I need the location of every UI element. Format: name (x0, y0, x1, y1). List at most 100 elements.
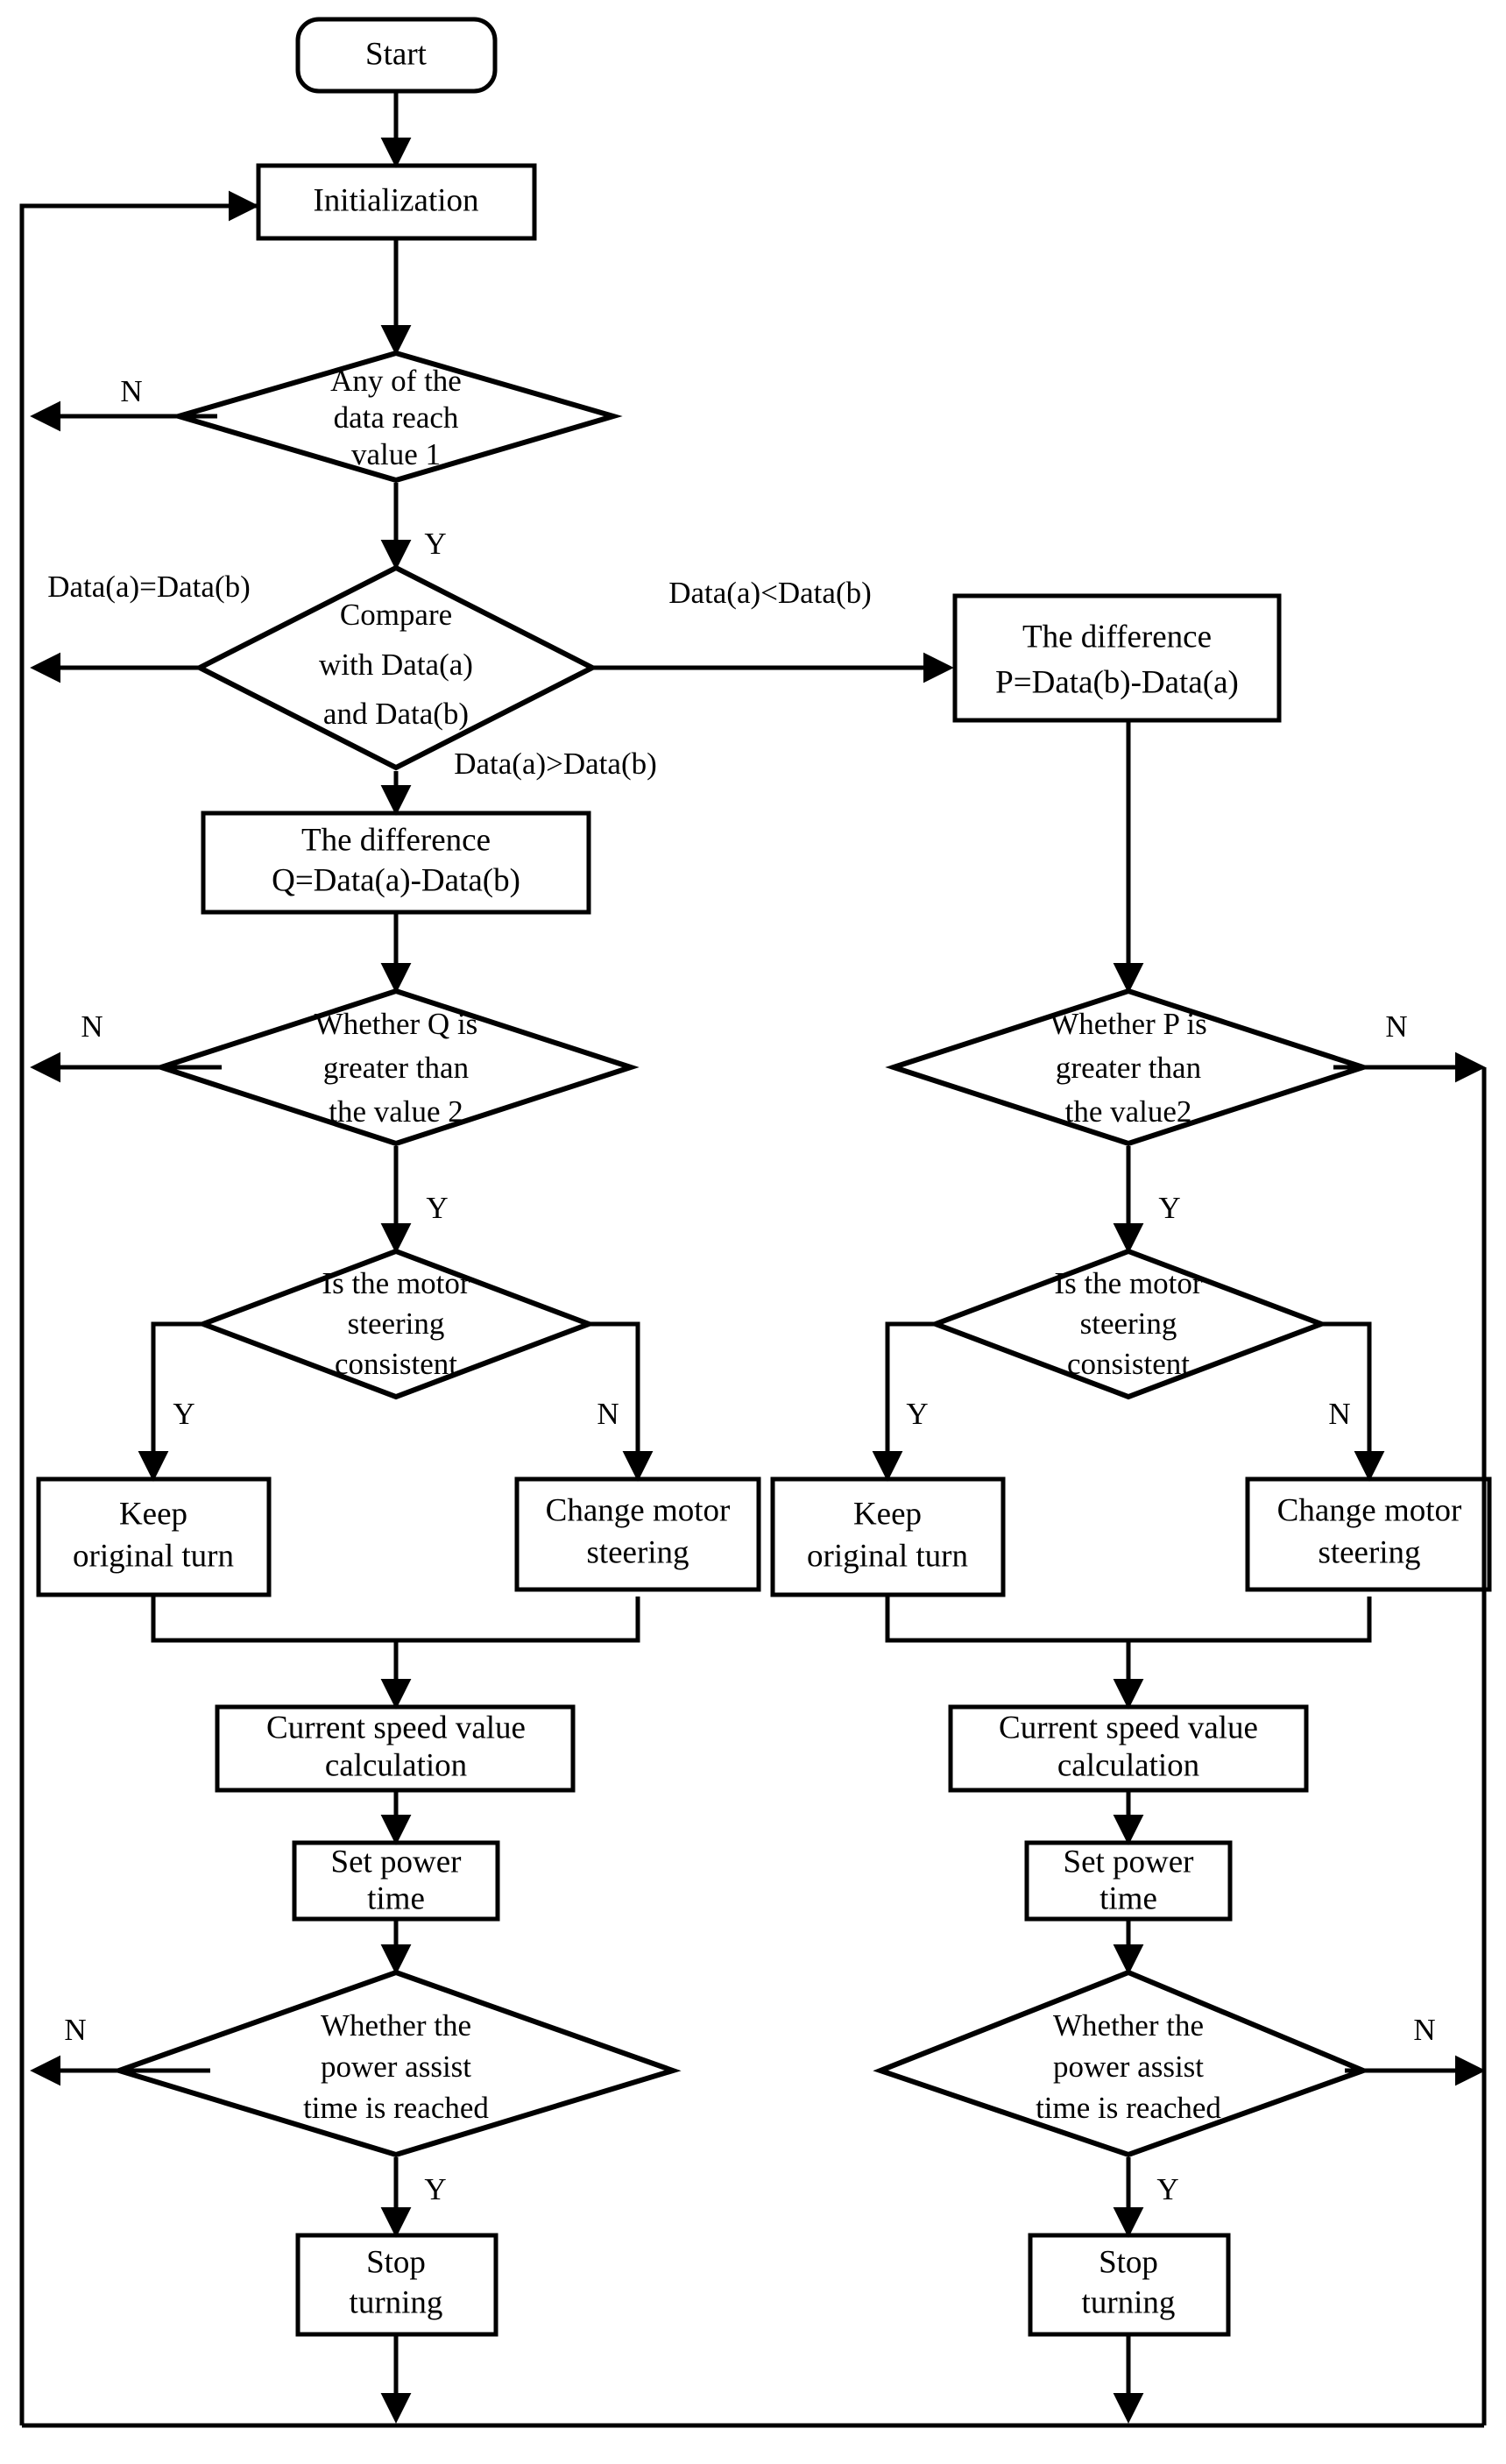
motor-left-shape (195, 1248, 597, 1400)
assist-right-line3: time is reached (1036, 2091, 1221, 2125)
node-motor-left[interactable]: Is the motor steering consistent (195, 1248, 597, 1400)
label-assistright-yes: Y (1156, 2172, 1178, 2206)
power-left-shape (292, 1840, 500, 1922)
motor-left-line3: consistent (335, 1347, 457, 1381)
label-checkp-no: N (1385, 1009, 1407, 1044)
node-diff-p[interactable]: The difference P=Data(b)-Data(a) (952, 593, 1282, 723)
motor-right-line2: steering (1080, 1306, 1177, 1341)
diff-q-line1: The difference (301, 822, 491, 858)
edge-motorleft-yes (138, 1321, 203, 1482)
node-assist-left[interactable]: Whether the power assist time is reached (110, 1969, 682, 2158)
edge-motorleft-no (589, 1321, 654, 1482)
check-q-line1: Whether Q is (315, 1007, 478, 1041)
stop-left-shape (295, 2233, 498, 2337)
assist-right-shape (873, 1969, 1371, 2158)
node-check-value1[interactable]: Any of the data reach value 1 (169, 350, 623, 484)
assist-left-line2: power assist (321, 2050, 471, 2084)
node-change-right[interactable]: Change motor steering (1245, 1476, 1492, 1592)
label-checkp-yes: Y (1158, 1191, 1180, 1225)
diff-q-shape (201, 811, 591, 915)
diff-q-line2: Q=Data(a)-Data(b) (272, 862, 520, 898)
edge-changeleft-merge (396, 1597, 640, 1643)
node-keep-left[interactable]: Keep original turn (36, 1476, 272, 1597)
node-start[interactable]: Start (295, 17, 498, 94)
motor-right-shape (928, 1248, 1329, 1400)
node-stop-right[interactable]: Stop turning (1028, 2233, 1231, 2337)
change-left-line2: steering (586, 1534, 689, 1570)
node-change-left[interactable]: Change motor steering (514, 1476, 761, 1592)
stop-right-shape (1028, 2233, 1231, 2337)
node-assist-right[interactable]: Whether the power assist time is reached (873, 1969, 1371, 2158)
diff-p-shape (952, 593, 1282, 723)
edge-motorright-no (1321, 1321, 1385, 1482)
initialization-label: Initialization (313, 182, 478, 218)
start-shape (295, 17, 498, 94)
check-value1-line2: data reach (334, 400, 459, 435)
label-compare-greater: Data(a)>Data(b) (454, 747, 657, 781)
keep-left-shape (36, 1476, 272, 1597)
edge-motorright-yes (872, 1321, 936, 1482)
edge-keepleft-merge (151, 1597, 412, 1710)
node-diff-q[interactable]: The difference Q=Data(a)-Data(b) (201, 811, 591, 915)
check-q-shape (152, 988, 640, 1147)
node-compare[interactable]: Compare with Data(a) and Data(b) (194, 564, 598, 771)
node-motor-right[interactable]: Is the motor steering consistent (928, 1248, 1329, 1400)
label-value1-yes: Y (424, 527, 446, 561)
keep-right-shape (770, 1476, 1006, 1597)
label-motorleft-no: N (597, 1397, 619, 1431)
check-value1-line3: value 1 (351, 437, 441, 471)
keep-right-line1: Keep (853, 1496, 922, 1532)
label-value1-no: N (120, 374, 142, 408)
label-motorright-no: N (1328, 1397, 1350, 1431)
node-initialization[interactable]: Initialization (256, 163, 537, 241)
node-power-left[interactable]: Set power time (292, 1840, 500, 1922)
change-right-line2: steering (1318, 1534, 1420, 1570)
speed-left-line1: Current speed value (266, 1710, 526, 1745)
label-compare-equal: Data(a)=Data(b) (47, 570, 251, 604)
power-left-line2: time (367, 1880, 425, 1916)
check-value1-line1: Any of the (330, 364, 462, 398)
assist-right-line1: Whether the (1053, 2008, 1204, 2043)
stop-left-line1: Stop (366, 2244, 426, 2280)
power-right-line1: Set power (1064, 1844, 1194, 1880)
node-keep-right[interactable]: Keep original turn (770, 1476, 1006, 1597)
label-motorright-yes: Y (906, 1397, 928, 1431)
power-right-line2: time (1099, 1880, 1157, 1916)
node-stop-left[interactable]: Stop turning (295, 2233, 498, 2337)
node-check-q[interactable]: Whether Q is greater than the value 2 (152, 988, 640, 1147)
node-speed-left[interactable]: Current speed value calculation (215, 1704, 576, 1793)
power-left-line1: Set power (331, 1844, 462, 1880)
label-assistleft-yes: Y (424, 2172, 446, 2206)
speed-right-shape (948, 1704, 1309, 1793)
diff-p-line1: The difference (1022, 619, 1212, 655)
keep-left-line2: original turn (73, 1538, 234, 1574)
node-speed-right[interactable]: Current speed value calculation (948, 1704, 1309, 1793)
motor-left-line2: steering (348, 1306, 445, 1341)
speed-left-shape (215, 1704, 576, 1793)
stop-right-line1: Stop (1099, 2244, 1158, 2280)
change-right-line1: Change motor (1277, 1492, 1462, 1528)
change-left-shape (514, 1476, 761, 1592)
label-checkq-no: N (81, 1009, 103, 1044)
motor-right-line1: Is the motor (1054, 1266, 1202, 1300)
compare-line2: with Data(a) (319, 648, 473, 682)
edge-label-layer: N Y Data(a)=Data(b) Data(a)<Data(b) Data… (47, 374, 1435, 2206)
label-checkq-yes: Y (426, 1191, 448, 1225)
motor-right-line3: consistent (1067, 1347, 1190, 1381)
node-check-p[interactable]: Whether P is greater than the value2 (885, 988, 1372, 1147)
speed-left-line2: calculation (325, 1747, 467, 1783)
compare-shape (194, 564, 598, 771)
check-value1-shape (169, 350, 623, 484)
change-right-shape (1245, 1476, 1492, 1592)
edge-changeright-merge (1128, 1597, 1372, 1643)
check-q-line3: the value 2 (329, 1094, 463, 1129)
label-compare-less: Data(a)<Data(b) (668, 576, 872, 610)
assist-left-shape (110, 1969, 682, 2158)
stop-right-line2: turning (1082, 2284, 1176, 2320)
keep-right-line2: original turn (807, 1538, 968, 1574)
check-p-line1: Whether P is (1050, 1007, 1207, 1041)
node-power-right[interactable]: Set power time (1024, 1840, 1233, 1922)
keep-left-line1: Keep (119, 1496, 187, 1532)
